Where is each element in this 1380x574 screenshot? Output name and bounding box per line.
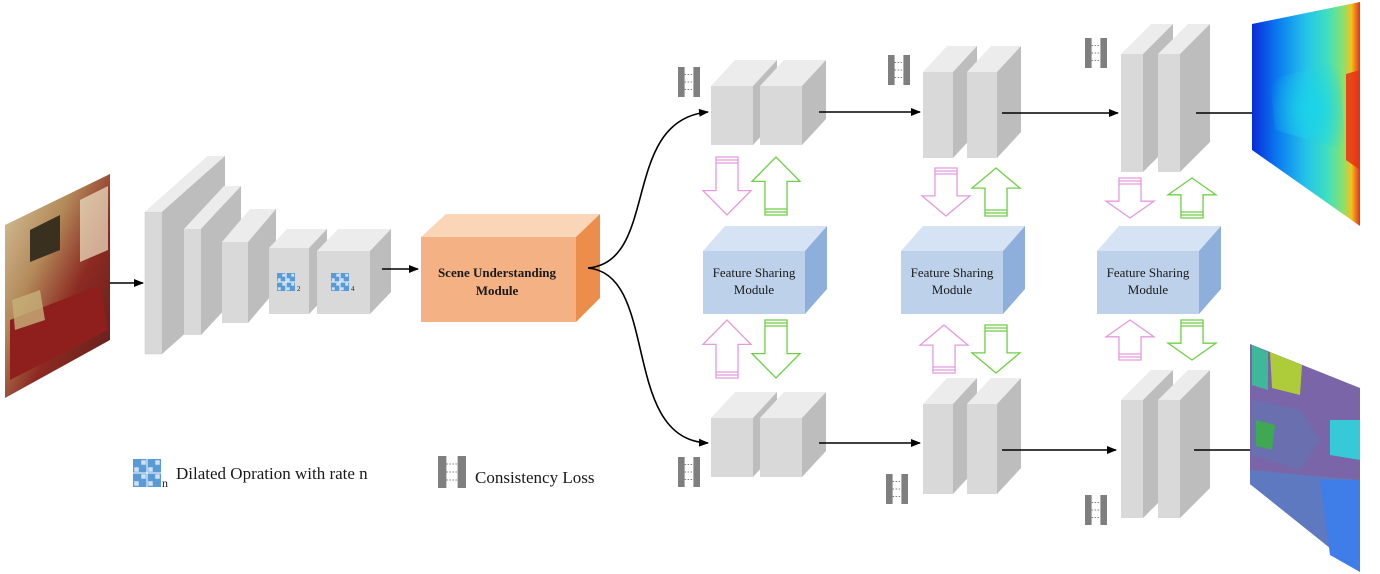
scene-understanding-module: Scene Understanding Module — [421, 214, 600, 322]
fsm-label: Module — [932, 282, 973, 297]
depth-branch-block — [1121, 24, 1210, 172]
dilation-icon — [331, 273, 349, 291]
consistency-loss-icon — [886, 474, 908, 504]
segmentation-branch-block — [923, 378, 1021, 494]
fsm-label: Feature Sharing — [911, 265, 994, 280]
consistency-loss-icon — [678, 67, 700, 97]
consistency-legend-icon — [438, 456, 466, 488]
segmentation-branch-block — [1121, 370, 1210, 518]
segmentation-branch-block — [711, 392, 826, 477]
share-arrow-down — [920, 167, 972, 217]
segmentation-output-map — [1250, 344, 1360, 572]
branch-curve-bottom — [587, 267, 709, 447]
scene-module-label: Module — [476, 283, 519, 298]
consistency-loss-icon — [888, 55, 910, 85]
share-arrow-up — [1165, 177, 1219, 219]
depth-branch-block — [923, 46, 1021, 158]
legend-dilated-label: Dilated Opration with rate n — [176, 464, 368, 483]
legend-subscript: n — [162, 476, 168, 490]
scene-module-label: Scene Understanding — [438, 265, 557, 280]
share-arrow-up — [970, 167, 1022, 217]
legend: n Dilated Opration with rate n Consisten… — [133, 456, 594, 490]
depth-output-map — [1252, 2, 1360, 226]
consistency-loss-icon — [678, 457, 700, 487]
share-arrow-down — [750, 319, 802, 379]
input-rgb-image — [5, 174, 110, 398]
share-arrow-down — [970, 324, 1022, 374]
consistency-loss-icon — [1085, 38, 1107, 68]
fsm-label: Feature Sharing — [1107, 265, 1190, 280]
dilation-legend-icon — [133, 459, 161, 487]
share-arrow-up — [701, 319, 753, 379]
encoder-block-5 — [317, 229, 391, 314]
share-arrow-up — [1103, 319, 1157, 361]
dilation-icon — [277, 273, 295, 291]
dilation-rate-label: 2 — [297, 285, 301, 293]
branch-curve-top — [587, 108, 709, 269]
share-arrow-up — [750, 156, 802, 216]
fsm-label: Feature Sharing — [713, 265, 796, 280]
fsm-label: Module — [1128, 282, 1169, 297]
share-arrow-down — [701, 156, 753, 216]
share-arrow-up — [918, 324, 970, 374]
fsm-label: Module — [734, 282, 775, 297]
depth-branch-block — [711, 60, 826, 145]
share-arrow-down — [1165, 319, 1219, 361]
dilation-rate-label: 4 — [351, 285, 355, 293]
consistency-loss-icon — [1085, 495, 1107, 525]
share-arrow-down — [1103, 177, 1157, 219]
legend-consistency-label: Consistency Loss — [475, 468, 594, 487]
